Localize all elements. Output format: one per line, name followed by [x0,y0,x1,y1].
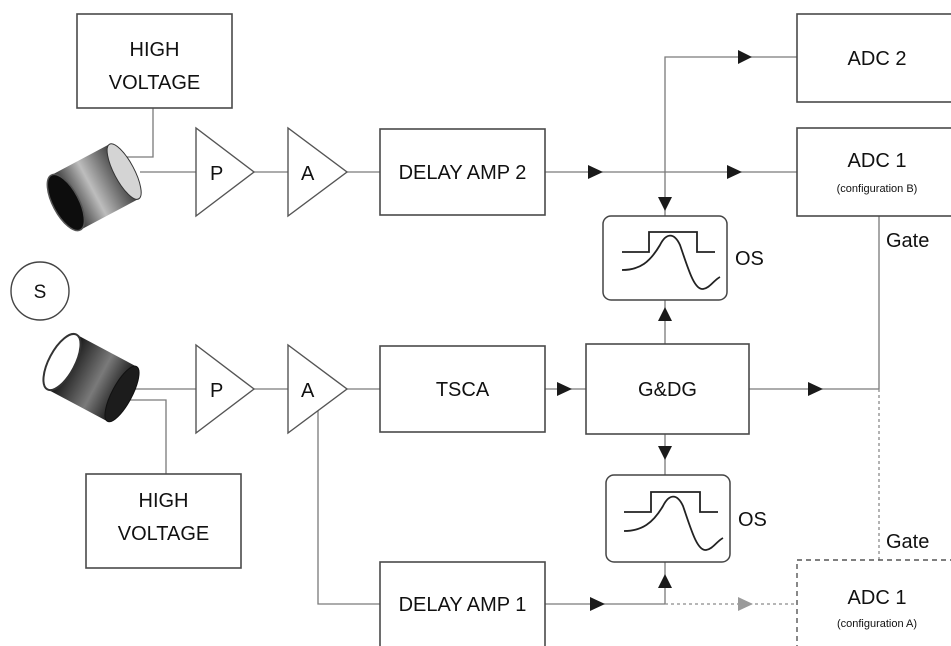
preamp-top: P [195,126,256,218]
dotted-arrow-to-adc1-a [738,597,753,611]
amp-top: A [287,126,349,218]
adc-1-configuration-a: ADC 1 (configuration A) [796,559,951,646]
high-voltage-top: HIGH VOLTAGE [76,13,233,109]
arrow-to-adc2 [738,50,752,64]
detector-bottom [42,332,140,423]
svg-text:(configuration B): (configuration B) [837,183,918,195]
svg-text:G&DG: G&DG [638,379,697,401]
adc-1-configuration-b: ADC 1 (configuration B) [796,127,951,217]
svg-text:OS: OS [735,248,764,270]
svg-text:ADC 2: ADC 2 [848,48,907,70]
svg-text:OS: OS [738,509,767,531]
arrow-gdg-out [808,382,823,396]
arrow-up-to-os-bottom [658,574,672,588]
delay-amp-2: DELAY AMP 2 [379,128,546,216]
svg-text:HIGH: HIGH [130,39,180,61]
adc-2: ADC 2 [796,13,951,103]
arrows [557,50,823,611]
amp-bottom: A [287,343,349,435]
gate-label-bottom: Gate [886,531,929,553]
arrow-delay-amp2-out [588,165,603,179]
svg-text:ADC 1: ADC 1 [848,150,907,172]
svg-text:P: P [210,380,223,402]
arrow-down-to-os-bottom [658,446,672,460]
gate-label-top: Gate [886,230,929,252]
high-voltage-bottom: HIGH VOLTAGE [85,473,242,569]
svg-text:S: S [34,282,47,303]
arrow-delay-amp1-out [590,597,605,611]
detector-top [46,143,142,232]
preamp-bottom: P [195,343,256,435]
svg-text:DELAY AMP 2: DELAY AMP 2 [399,162,527,184]
svg-text:VOLTAGE: VOLTAGE [109,72,201,94]
svg-text:HIGH: HIGH [139,490,189,512]
svg-text:(configuration A): (configuration A) [837,618,917,630]
gdg: G&DG [585,343,750,435]
svg-text:TSCA: TSCA [436,379,490,401]
oscilloscope-bottom: OS [605,474,767,563]
arrow-down-to-os-top [658,197,672,211]
svg-text:DELAY AMP 1: DELAY AMP 1 [399,594,527,616]
svg-text:A: A [301,163,315,185]
arrow-to-adc1-b [727,165,742,179]
arrow-up-to-os-top [658,307,672,321]
svg-text:ADC 1: ADC 1 [848,587,907,609]
svg-text:P: P [210,163,223,185]
svg-text:A: A [301,380,315,402]
oscilloscope-top: OS [602,215,764,301]
source-circle: S [10,261,70,321]
tsca: TSCA [379,345,546,433]
arrow-tsca-to-gdg [557,382,572,396]
svg-text:VOLTAGE: VOLTAGE [118,523,210,545]
delay-amp-1: DELAY AMP 1 [379,561,546,646]
